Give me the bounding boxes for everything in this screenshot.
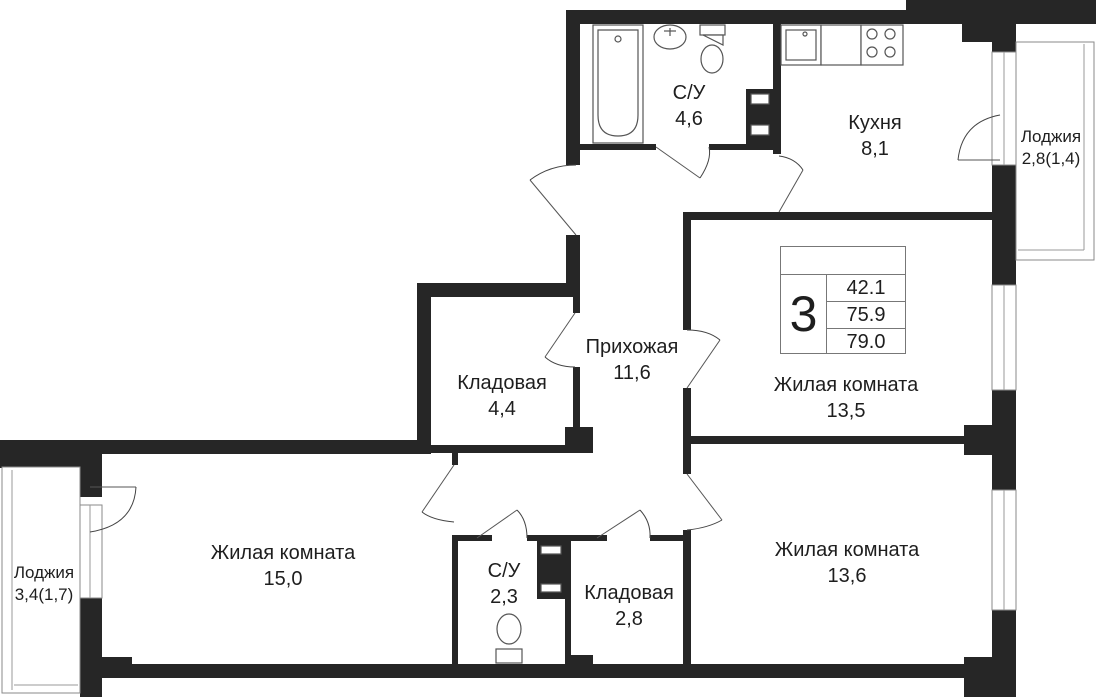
living-area: 42.1 (827, 275, 905, 302)
room-name: С/У (487, 560, 521, 582)
stove-icon (860, 24, 904, 66)
apartment-summary-table: 3 42.1 75.9 79.0 (780, 246, 906, 354)
sink-icon (653, 24, 687, 50)
room-label-living-room-2: Жилая комната 15,0 (211, 540, 355, 592)
room-label-loggia-right: Лоджия 2,8(1,4) (1021, 126, 1081, 170)
total-area: 75.9 (827, 302, 905, 329)
room-area: 2,8(1,4) (1021, 149, 1081, 168)
room-label-living-room-3: Жилая комната 13,6 (775, 537, 919, 589)
room-area: 15,0 (263, 568, 303, 590)
room-name: Жилая комната (210, 542, 356, 564)
room-label-living-room-1: Жилая комната 13,5 (774, 372, 918, 424)
room-name: Жилая комната (773, 374, 919, 396)
room-area: 8,1 (861, 138, 889, 160)
room-name: Жилая комната (774, 539, 920, 561)
room-label-bathroom-2: С/У 2,3 (488, 558, 521, 610)
room-area: 2,3 (490, 586, 518, 608)
room-name: Кухня (848, 112, 902, 134)
room-area: 13,6 (827, 565, 867, 587)
toilet-icon (495, 613, 523, 664)
rooms-count: 3 (781, 275, 827, 353)
kitchen-sink-icon (780, 24, 862, 66)
room-name: Лоджия (1020, 127, 1082, 146)
room-label-storage-1: Кладовая 4,4 (457, 370, 547, 422)
room-name: Лоджия (13, 563, 75, 582)
bathtub-icon (592, 24, 644, 144)
room-area: 11,6 (613, 362, 651, 384)
room-area: 4,6 (675, 108, 703, 130)
doors (89, 114, 1001, 539)
room-label-hallway: Прихожая 11,6 (586, 334, 679, 386)
windows (1, 41, 1095, 694)
room-name: Кладовая (457, 372, 547, 394)
room-area: 3,4(1,7) (14, 585, 74, 604)
toilet-icon (699, 24, 726, 74)
room-label-loggia-left: Лоджия 3,4(1,7) (14, 562, 74, 606)
room-area: 4,4 (488, 398, 516, 420)
room-name: Кладовая (584, 582, 674, 604)
summary-header-cell (781, 247, 905, 275)
room-area: 13,5 (826, 400, 866, 422)
room-label-storage-2: Кладовая 2,8 (584, 580, 674, 632)
room-label-bathroom-1: С/У 4,6 (673, 80, 706, 132)
room-label-kitchen: Кухня 8,1 (848, 110, 902, 162)
room-name: С/У (672, 82, 706, 104)
total-area-with-loggias: 79.0 (846, 331, 886, 353)
room-name: Прихожая (585, 336, 679, 358)
room-area: 2,8 (615, 608, 643, 630)
